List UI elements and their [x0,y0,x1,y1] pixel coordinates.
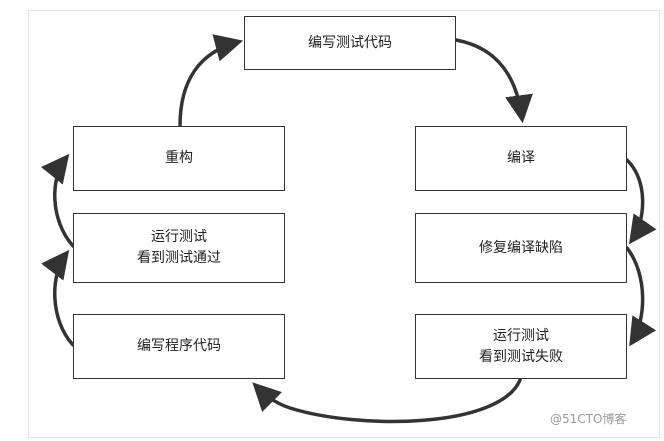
arrow-fix-to-run-fail [625,246,657,347]
step-label: 修复编译缺陷 [479,239,563,256]
step-label-line2: 看到测试失败 [479,348,563,365]
step-label-line2: 看到测试通过 [137,250,221,266]
diagram-frame [28,10,660,438]
step-refactor: 重构 [73,126,285,191]
step-write-test-code: 编写测试代码 [244,16,456,70]
arrow-run-fail-to-write-code [252,378,522,424]
step-label: 编写测试代码 [308,34,392,51]
arrow-write-test-to-compile [454,38,533,124]
arrow-refactor-to-write-test [178,34,244,128]
arrow-compile-to-fix [625,158,657,245]
step-label-line1: 运行测试 [151,229,207,245]
step-label-line1: 运行测试 [493,327,549,344]
arrow-write-code-to-run-pass [41,249,75,347]
step-compile: 编译 [415,126,627,191]
step-run-tests-pass: 运行测试 看到测试通过 [73,213,285,283]
step-write-program-code: 编写程序代码 [73,314,285,379]
watermark: @51CTO博客 [550,412,627,426]
step-run-tests-fail: 运行测试 看到测试失败 [415,314,627,379]
step-fix-compile-errors: 修复编译缺陷 [415,213,627,283]
arrow-run-pass-to-refactor [40,153,75,248]
step-label: 重构 [165,150,193,166]
step-label: 编译 [507,150,535,166]
step-label: 编写程序代码 [137,338,221,354]
